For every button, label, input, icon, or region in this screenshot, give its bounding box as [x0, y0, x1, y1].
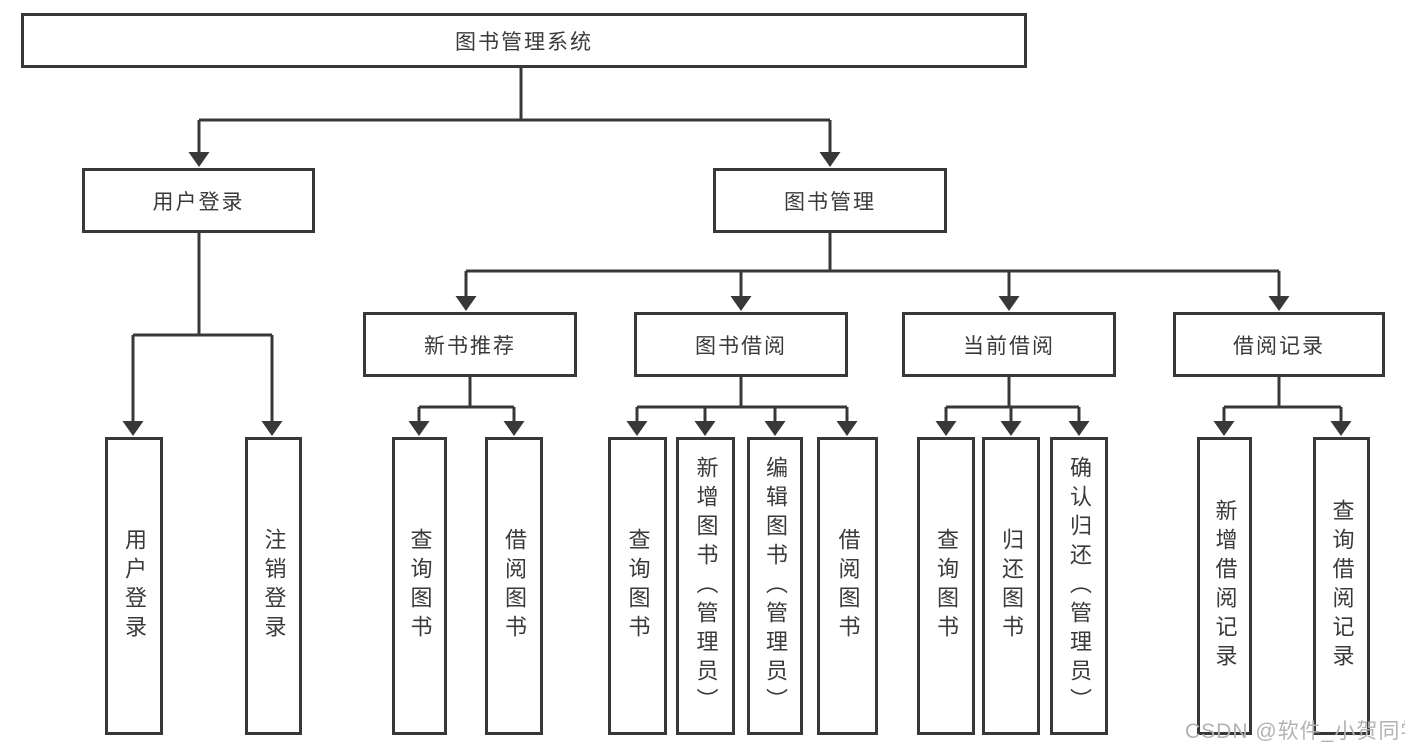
node-label: 归还图书 [999, 528, 1024, 644]
node-label: 借阅记录 [1233, 334, 1325, 358]
leaf-user-login: 用户登录 [105, 437, 163, 735]
leaf-return-books: 归还图书 [982, 437, 1040, 735]
node-current-borrowing: 当前借阅 [902, 312, 1116, 377]
node-label: 借阅图书 [502, 528, 527, 644]
node-borrowing-records: 借阅记录 [1173, 312, 1385, 377]
csdn-watermark: CSDN @软件_小贺同学 [1185, 720, 1405, 743]
node-label: 查询图书 [934, 528, 959, 644]
node-label: 查询图书 [625, 528, 651, 644]
node-label: 查询借阅记录 [1329, 499, 1355, 673]
node-book-borrowing: 图书借阅 [634, 312, 848, 377]
node-user-login: 用户登录 [82, 168, 315, 233]
leaf-query-books-borrowing: 查询图书 [608, 437, 667, 735]
node-label: 确认归还（管理员） [1067, 455, 1092, 717]
node-label: 图书管理系统 [455, 30, 593, 54]
node-new-book-recommendation: 新书推荐 [363, 312, 577, 377]
leaf-query-borrow-record: 查询借阅记录 [1313, 437, 1370, 735]
node-label: 用户登录 [152, 190, 245, 214]
leaf-query-books-recommend: 查询图书 [392, 437, 447, 735]
leaf-logout: 注销登录 [245, 437, 302, 735]
node-label: 新增借阅记录 [1212, 499, 1238, 673]
leaf-add-borrow-record: 新增借阅记录 [1197, 437, 1252, 735]
node-label: 图书管理 [784, 190, 876, 214]
leaf-edit-books-admin: 编辑图书（管理员） [747, 437, 803, 735]
node-label: 查询图书 [407, 528, 433, 644]
node-label: 当前借阅 [963, 334, 1055, 358]
node-library-management-system: 图书管理系统 [21, 13, 1027, 68]
node-label: 图书借阅 [695, 334, 787, 358]
node-label: 借阅图书 [835, 528, 861, 644]
leaf-borrow-books-recommend: 借阅图书 [485, 437, 543, 735]
node-label: 编辑图书（管理员） [763, 455, 788, 717]
leaf-add-books-admin: 新增图书（管理员） [676, 437, 735, 735]
leaf-query-books-current: 查询图书 [917, 437, 975, 735]
node-book-management: 图书管理 [713, 168, 947, 233]
leaf-borrow-books: 借阅图书 [817, 437, 878, 735]
node-label: 新增图书（管理员） [693, 455, 719, 717]
node-label: 用户登录 [122, 528, 147, 644]
node-label: 新书推荐 [424, 334, 516, 358]
leaf-confirm-return-admin: 确认归还（管理员） [1050, 437, 1108, 735]
node-label: 注销登录 [261, 528, 287, 644]
